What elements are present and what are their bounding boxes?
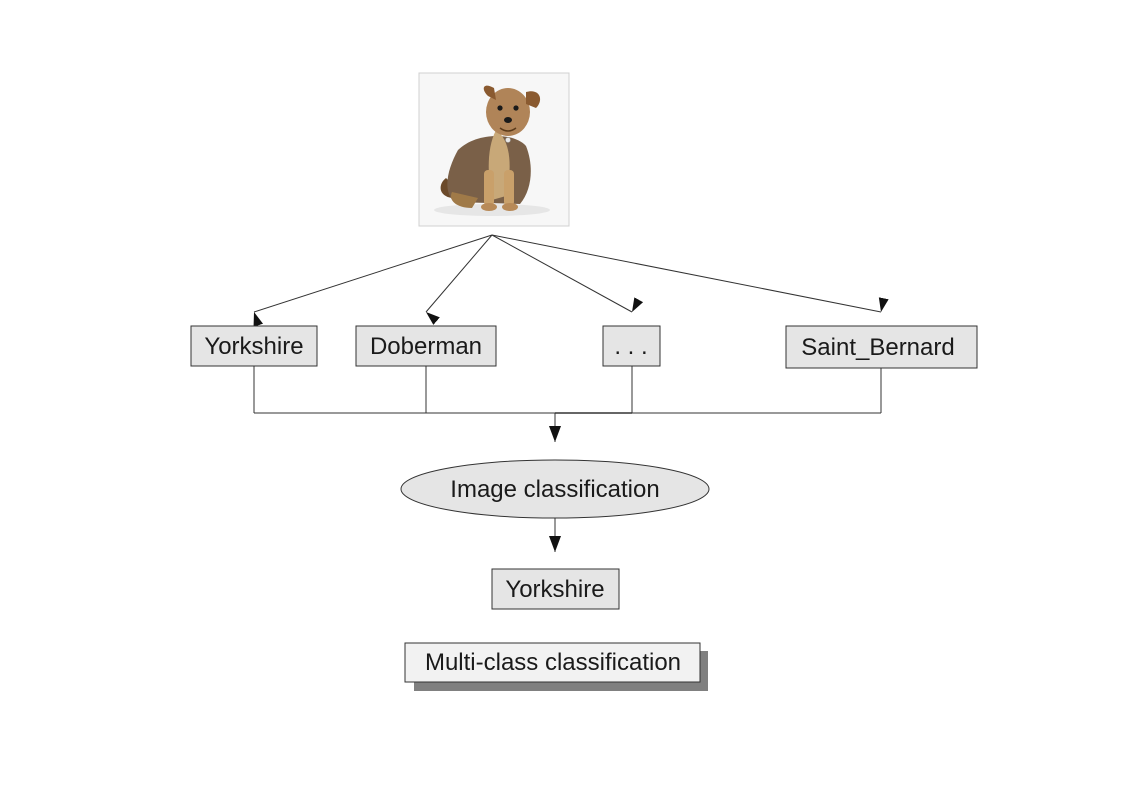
arrow-to-saint-bernard <box>491 234 889 313</box>
arrow-to-yorkshire <box>253 234 493 327</box>
class-label-yorkshire: Yorkshire <box>190 325 318 367</box>
class-label-saint-bernard: Saint_Bernard <box>785 325 978 369</box>
output-label-node: Yorkshire <box>491 568 620 610</box>
class-label-ellipsis: . . . <box>602 325 661 367</box>
class-label-doberman: Doberman <box>355 325 497 367</box>
output-label: Yorkshire <box>505 576 604 603</box>
caption-box: Multi-class classification <box>404 642 708 691</box>
image-classification-node: Image classification <box>400 459 710 519</box>
image-to-class-arrows <box>253 234 889 327</box>
class-label-text: Saint_Bernard <box>801 334 954 361</box>
class-label-text: . . . <box>614 333 647 360</box>
dog-photo-icon <box>434 85 550 216</box>
merge-connectors <box>253 366 882 442</box>
arrow-to-doberman <box>425 234 493 325</box>
class-label-text: Yorkshire <box>204 333 303 360</box>
input-dog-image <box>418 72 570 227</box>
process-label: Image classification <box>450 476 659 503</box>
arrow-to-ellipsis <box>491 234 644 313</box>
caption-label: Multi-class classification <box>425 649 681 676</box>
class-label-text: Doberman <box>370 333 482 360</box>
